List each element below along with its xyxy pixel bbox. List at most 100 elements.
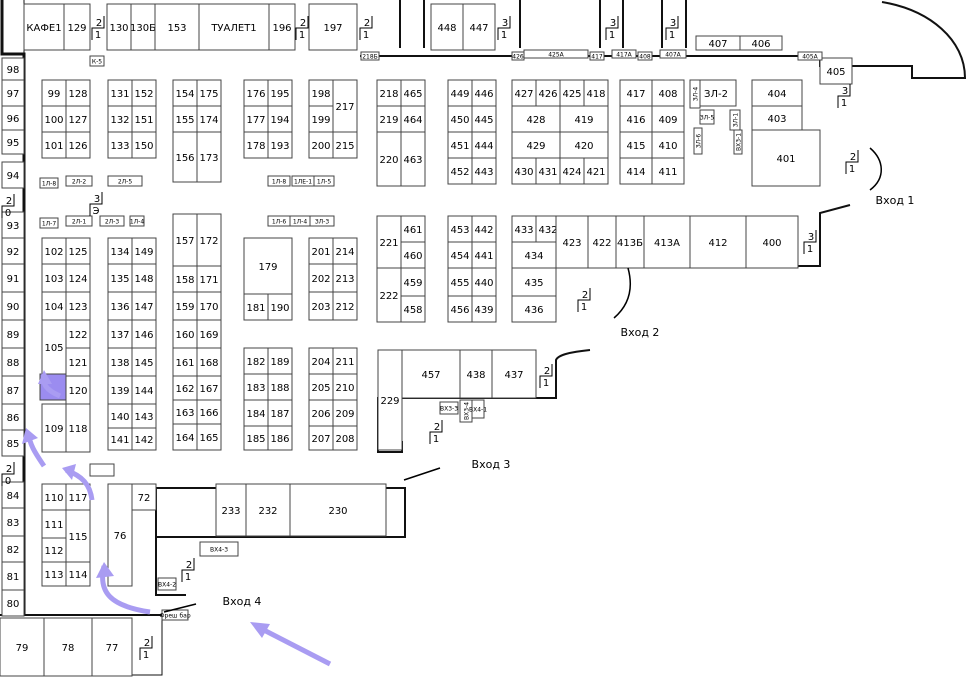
- booth[interactable]: 422: [587, 215, 617, 269]
- booth[interactable]: 138: [107, 347, 133, 377]
- booth[interactable]: 105: [41, 319, 67, 375]
- booth[interactable]: 410: [651, 131, 685, 159]
- booth[interactable]: 122: [65, 319, 91, 349]
- booth[interactable]: 232: [245, 483, 291, 537]
- booth[interactable]: 452: [447, 157, 473, 185]
- booth[interactable]: 85: [1, 429, 25, 457]
- small-booth[interactable]: ЗЛ-3: [309, 215, 335, 227]
- booth[interactable]: 181: [243, 293, 269, 321]
- booth[interactable]: 454: [447, 241, 473, 269]
- small-booth[interactable]: 1Л-7: [39, 217, 59, 229]
- booth[interactable]: 184: [243, 399, 269, 427]
- booth[interactable]: 198: [308, 79, 334, 107]
- booth[interactable]: 411: [651, 157, 685, 185]
- booth[interactable]: 123: [65, 291, 91, 321]
- booth[interactable]: 430: [511, 157, 537, 185]
- booth[interactable]: 100: [41, 105, 67, 133]
- small-booth[interactable]: ЗЛ-5: [699, 109, 715, 125]
- booth[interactable]: 437: [491, 349, 537, 399]
- booth[interactable]: 114: [65, 561, 91, 587]
- booth[interactable]: 94: [1, 161, 25, 189]
- booth[interactable]: 163: [172, 399, 198, 425]
- booth[interactable]: 413Б: [615, 215, 645, 269]
- booth[interactable]: 82: [1, 535, 25, 563]
- booth[interactable]: 159: [172, 291, 198, 321]
- booth[interactable]: 441: [471, 241, 497, 269]
- small-booth[interactable]: ВХ4-2: [157, 577, 177, 591]
- booth[interactable]: 217: [332, 79, 358, 133]
- booth[interactable]: 111: [41, 509, 67, 539]
- booth[interactable]: 424: [559, 157, 585, 185]
- small-booth[interactable]: 1Л-4: [129, 215, 145, 227]
- booth[interactable]: 152: [131, 79, 157, 107]
- booth[interactable]: 167: [196, 375, 222, 401]
- booth[interactable]: 146: [131, 319, 157, 349]
- small-booth[interactable]: 218Б: [360, 51, 380, 61]
- booth[interactable]: 98: [1, 57, 25, 81]
- booth[interactable]: 408: [651, 79, 685, 107]
- booth[interactable]: 199: [308, 105, 334, 133]
- booth[interactable]: 178: [243, 131, 269, 159]
- booth[interactable]: 80: [1, 589, 25, 617]
- booth[interactable]: 102: [41, 237, 67, 265]
- booth[interactable]: КАФЕ1: [23, 3, 65, 51]
- booth[interactable]: 155: [172, 105, 198, 133]
- booth[interactable]: 104: [41, 291, 67, 321]
- booth[interactable]: 149: [131, 237, 157, 265]
- small-booth[interactable]: ВХ4-1: [469, 399, 487, 419]
- booth[interactable]: 202: [308, 263, 334, 293]
- booth[interactable]: 450: [447, 105, 473, 133]
- small-booth[interactable]: 1Л-5: [313, 175, 335, 187]
- booth[interactable]: 142: [131, 427, 157, 451]
- booth[interactable]: 455: [447, 267, 473, 297]
- booth[interactable]: 78: [43, 617, 93, 677]
- booth[interactable]: 151: [131, 105, 157, 133]
- booth[interactable]: 168: [196, 347, 222, 377]
- booth[interactable]: 81: [1, 561, 25, 591]
- booth[interactable]: 77: [91, 617, 133, 677]
- booth[interactable]: 147: [131, 291, 157, 321]
- booth[interactable]: 436: [511, 295, 557, 323]
- booth[interactable]: 165: [196, 423, 222, 451]
- booth[interactable]: ТУАЛЕТ1: [198, 3, 270, 51]
- booth[interactable]: 97: [1, 79, 25, 107]
- small-booth[interactable]: 425А: [523, 49, 589, 59]
- booth[interactable]: 130: [106, 3, 132, 51]
- booth[interactable]: 99: [41, 79, 67, 107]
- booth[interactable]: 463: [400, 131, 426, 187]
- booth[interactable]: 425: [559, 79, 585, 107]
- booth[interactable]: 186: [267, 425, 293, 451]
- booth[interactable]: 229: [377, 349, 403, 451]
- booth[interactable]: 162: [172, 375, 198, 401]
- booth[interactable]: 457: [401, 349, 461, 399]
- booth[interactable]: 173: [196, 131, 222, 183]
- booth[interactable]: 125: [65, 237, 91, 265]
- small-booth[interactable]: ВХ3-3: [439, 401, 459, 415]
- booth[interactable]: 113: [41, 561, 67, 587]
- booth[interactable]: 200: [308, 131, 334, 159]
- booth[interactable]: 88: [1, 347, 25, 377]
- booth[interactable]: 92: [1, 237, 25, 265]
- booth[interactable]: 160: [172, 319, 198, 349]
- booth[interactable]: 137: [107, 319, 133, 349]
- booth[interactable]: 101: [41, 131, 67, 159]
- booth[interactable]: 72: [131, 483, 157, 511]
- booth[interactable]: 405: [819, 57, 853, 85]
- booth[interactable]: 458: [400, 295, 426, 323]
- booth[interactable]: 407: [695, 35, 741, 51]
- booth[interactable]: 141: [107, 427, 133, 451]
- booth[interactable]: 195: [267, 79, 293, 107]
- booth[interactable]: 197: [308, 3, 358, 51]
- booth[interactable]: 166: [196, 399, 222, 425]
- booth[interactable]: 415: [619, 131, 653, 159]
- booth[interactable]: 128: [65, 79, 91, 107]
- booth[interactable]: 76: [107, 483, 133, 587]
- booth[interactable]: 423: [555, 215, 589, 269]
- small-booth[interactable]: 426: [511, 51, 525, 61]
- small-booth[interactable]: 408: [637, 51, 653, 61]
- booth[interactable]: 83: [1, 507, 25, 537]
- booth[interactable]: 129: [63, 3, 91, 51]
- booth[interactable]: 169: [196, 319, 222, 349]
- booth[interactable]: 134: [107, 237, 133, 265]
- booth[interactable]: 91: [1, 263, 25, 293]
